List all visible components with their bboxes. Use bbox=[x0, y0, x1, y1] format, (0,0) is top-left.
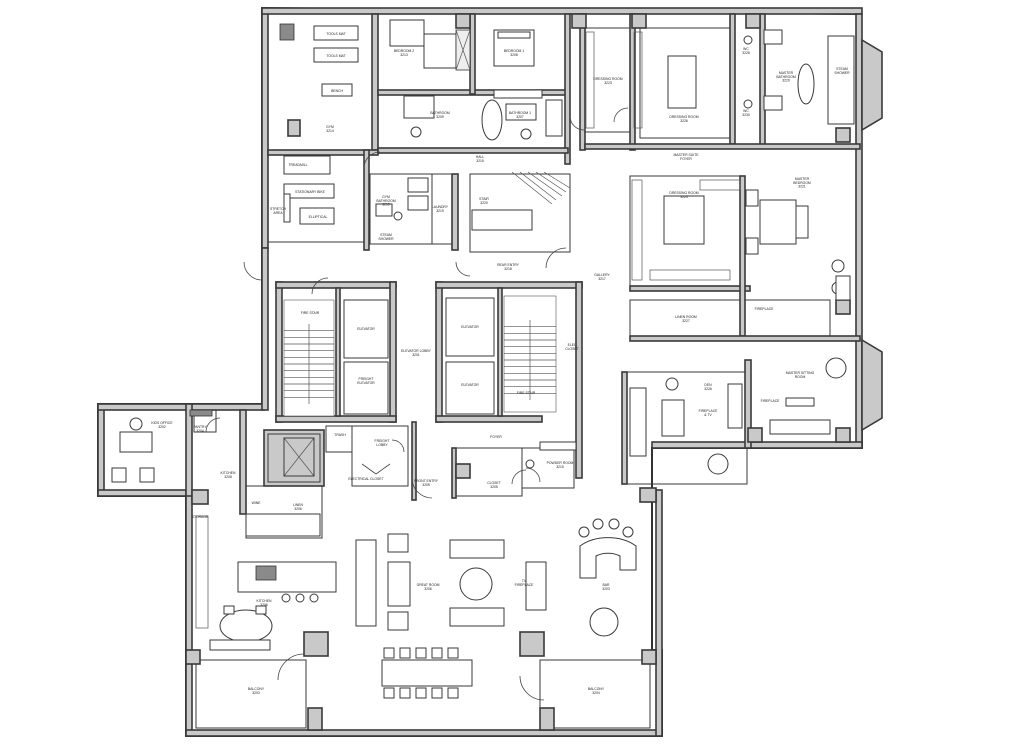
bench bbox=[321, 83, 353, 97]
fire-stair-right bbox=[503, 295, 557, 413]
furniture bbox=[111, 19, 855, 699]
breakfast-table bbox=[219, 609, 273, 643]
dressing-island-2 bbox=[663, 195, 705, 245]
room-label: TOOLS MAT bbox=[326, 32, 345, 36]
dressing-island bbox=[667, 55, 697, 109]
room-label: ELEVATOR bbox=[461, 383, 479, 387]
balcony-left-outline bbox=[195, 659, 307, 729]
room-label: FIREPLACE bbox=[755, 307, 775, 311]
room-label: STATIONARY BIKE bbox=[295, 190, 325, 194]
coffee-table bbox=[459, 567, 493, 601]
master-bed bbox=[759, 199, 797, 245]
tools-mat-2 bbox=[313, 47, 359, 63]
round-table bbox=[589, 607, 619, 637]
room-label: TRASH bbox=[334, 433, 346, 437]
tools-mat-1 bbox=[313, 25, 359, 41]
bar-counter bbox=[579, 537, 637, 579]
kitchen-island bbox=[237, 561, 337, 593]
room-label: FIREPLACE bbox=[761, 399, 781, 403]
room-label: FIRE STAIR bbox=[301, 311, 320, 315]
room-label: WINE bbox=[252, 501, 262, 505]
room-label: TREADMILL bbox=[288, 163, 307, 167]
room-label: FOYER bbox=[490, 435, 502, 439]
room-label: ELEVATOR bbox=[357, 327, 375, 331]
room-label: BENCH bbox=[331, 89, 343, 93]
room-label: FIRE STAIR bbox=[517, 391, 536, 395]
room-label: ELEVATOR bbox=[461, 325, 479, 329]
door-swings bbox=[205, 107, 629, 701]
fire-stair-left bbox=[283, 299, 335, 417]
dining-table bbox=[381, 659, 473, 687]
room-label: FIREPLACE& TV bbox=[699, 409, 719, 417]
stair-upper bbox=[471, 171, 571, 231]
room-label: TOOLS MAT bbox=[326, 54, 345, 58]
balcony-right-outline bbox=[539, 659, 651, 729]
room-label: ELLIPTICAL bbox=[309, 215, 328, 219]
exterior-walls bbox=[97, 6, 883, 737]
room-label: ELECTRICAL CLOSET bbox=[348, 477, 383, 481]
room-label: STORAGE bbox=[192, 515, 209, 519]
